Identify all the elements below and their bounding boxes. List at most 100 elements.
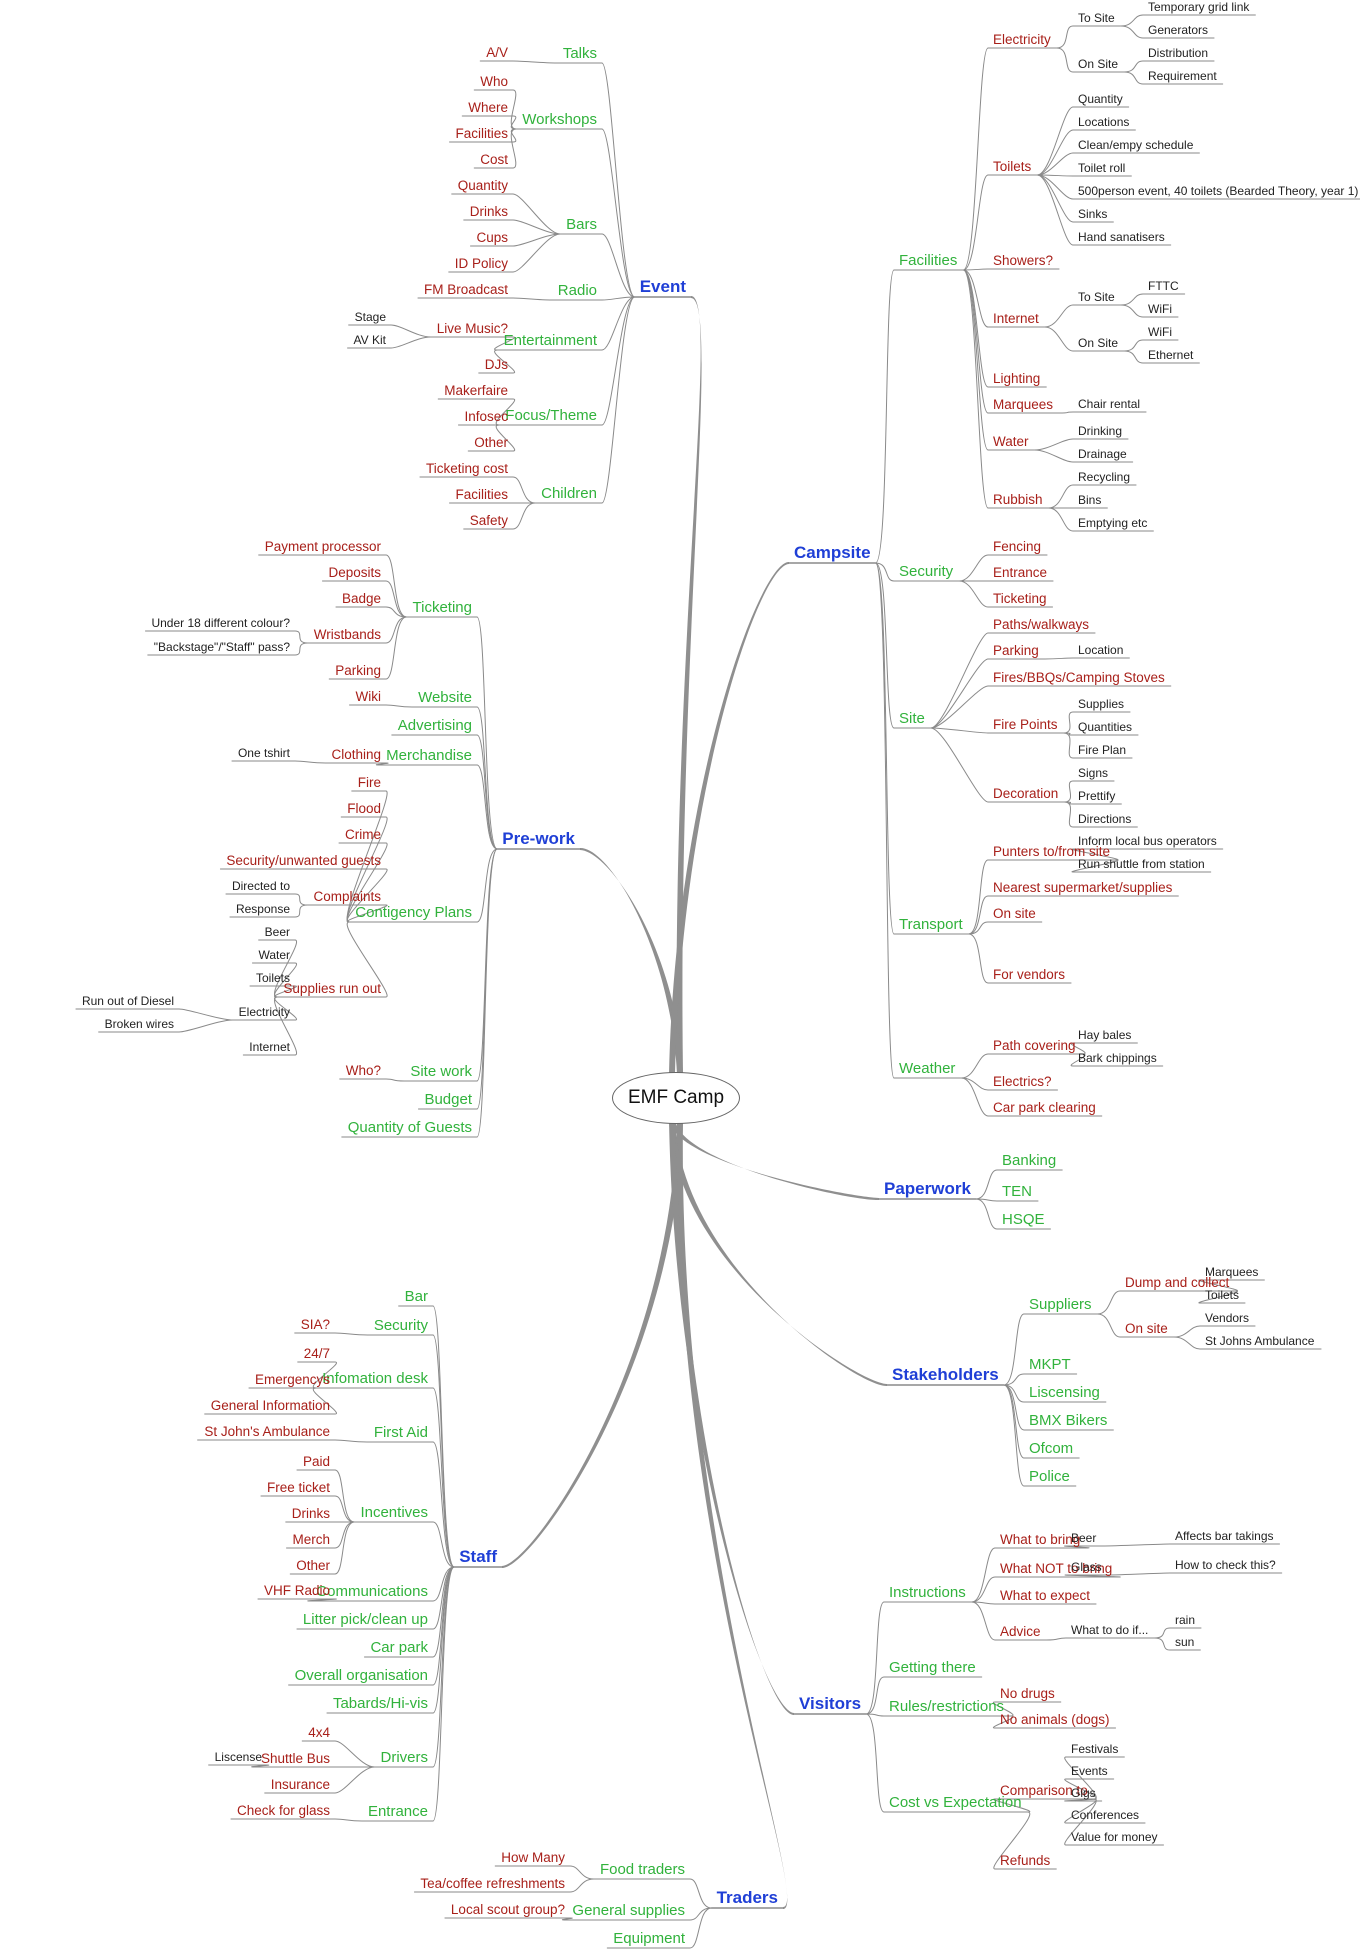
- node-radio[interactable]: Radio: [557, 282, 597, 299]
- node-a-v[interactable]: A/V: [486, 44, 508, 60]
- node-site[interactable]: Site: [899, 710, 925, 727]
- node-no-animals-dogs[interactable]: No animals (dogs): [1000, 1711, 1110, 1727]
- node-flood[interactable]: Flood: [347, 800, 381, 816]
- node-ethernet[interactable]: Ethernet: [1148, 348, 1194, 362]
- node-bars[interactable]: Bars: [566, 216, 597, 233]
- node-av-kit[interactable]: AV Kit: [353, 333, 386, 347]
- node-water[interactable]: Water: [993, 433, 1029, 449]
- node-dump-and-collect[interactable]: Dump and collect: [1125, 1274, 1230, 1290]
- node-local-scout-group[interactable]: Local scout group?: [450, 1901, 565, 1917]
- node-decoration[interactable]: Decoration: [993, 785, 1059, 801]
- node-response[interactable]: Response: [235, 902, 290, 916]
- node-bmx-bikers[interactable]: BMX Bikers: [1029, 1412, 1108, 1429]
- node-entrance[interactable]: Entrance: [993, 564, 1048, 580]
- node-hsqe[interactable]: HSQE: [1002, 1211, 1045, 1228]
- branch-traders[interactable]: Traders: [716, 1888, 778, 1907]
- branch-event[interactable]: Event: [639, 277, 686, 296]
- node-who[interactable]: Who: [480, 73, 508, 89]
- node-directed-to[interactable]: Directed to: [231, 879, 290, 893]
- node-comparison-to[interactable]: Comparison to: [1000, 1782, 1088, 1798]
- node-facilities[interactable]: Facilities: [455, 125, 508, 141]
- node-chair-rental[interactable]: Chair rental: [1078, 397, 1141, 411]
- node-bins[interactable]: Bins: [1078, 493, 1102, 507]
- node-wifi[interactable]: WiFi: [1148, 325, 1172, 339]
- node-entertainment[interactable]: Entertainment: [503, 332, 597, 349]
- node-toilets[interactable]: Toilets: [993, 158, 1032, 174]
- node-quantity[interactable]: Quantity: [457, 177, 508, 193]
- node-talks[interactable]: Talks: [562, 45, 597, 62]
- node-free-ticket[interactable]: Free ticket: [266, 1479, 330, 1495]
- node-festivals[interactable]: Festivals: [1071, 1742, 1119, 1756]
- node-emptying-etc[interactable]: Emptying etc: [1078, 516, 1148, 530]
- node-shuttle-bus[interactable]: Shuttle Bus: [260, 1750, 330, 1766]
- node-parking[interactable]: Parking: [993, 642, 1039, 658]
- node-communications[interactable]: Communications: [316, 1583, 428, 1600]
- node-on-site[interactable]: On site: [993, 905, 1036, 921]
- node-4x4[interactable]: 4x4: [308, 1724, 330, 1740]
- node-instructions[interactable]: Instructions: [889, 1584, 966, 1601]
- node-one-tshirt[interactable]: One tshirt: [237, 746, 290, 760]
- node-location[interactable]: Location: [1078, 643, 1124, 657]
- node-bar[interactable]: Bar: [404, 1288, 428, 1305]
- node-clean-empy-schedule[interactable]: Clean/empy schedule: [1078, 138, 1194, 152]
- node-water[interactable]: Water: [258, 948, 290, 962]
- node-car-park-clearing[interactable]: Car park clearing: [993, 1099, 1096, 1115]
- root-node[interactable]: EMF Camp: [612, 1072, 740, 1124]
- node-facilities[interactable]: Facilities: [455, 486, 508, 502]
- node-police[interactable]: Police: [1029, 1468, 1070, 1485]
- node-facilities[interactable]: Facilities: [899, 252, 958, 269]
- node-for-vendors[interactable]: For vendors: [993, 966, 1066, 982]
- node-where[interactable]: Where: [468, 99, 508, 115]
- node-live-music[interactable]: Live Music?: [436, 320, 508, 336]
- node-prettify[interactable]: Prettify: [1078, 789, 1116, 803]
- node-payment-processor[interactable]: Payment processor: [264, 538, 381, 554]
- node-value-for-money[interactable]: Value for money: [1071, 1830, 1158, 1844]
- node-workshops[interactable]: Workshops: [522, 111, 597, 128]
- node-no-drugs[interactable]: No drugs: [1000, 1685, 1055, 1701]
- node-to-site[interactable]: To Site: [1078, 11, 1115, 25]
- node-transport[interactable]: Transport: [899, 916, 963, 933]
- node-distribution[interactable]: Distribution: [1148, 46, 1209, 60]
- node-focus-theme[interactable]: Focus/Theme: [505, 407, 597, 424]
- node-paid[interactable]: Paid: [302, 1453, 330, 1469]
- node-drinks[interactable]: Drinks: [469, 203, 508, 219]
- node-recycling[interactable]: Recycling: [1078, 470, 1131, 484]
- node-toilets[interactable]: Toilets: [255, 971, 290, 985]
- node-advertising[interactable]: Advertising: [397, 717, 472, 734]
- node-infomation-desk[interactable]: Infomation desk: [322, 1370, 428, 1387]
- node-banking[interactable]: Banking: [1002, 1152, 1057, 1169]
- node-infosec[interactable]: Infosec: [464, 408, 508, 424]
- node-on-site[interactable]: On site: [1125, 1320, 1168, 1336]
- node-fire-points[interactable]: Fire Points: [993, 716, 1058, 732]
- node-on-site[interactable]: On Site: [1078, 336, 1119, 350]
- node-crime[interactable]: Crime: [345, 826, 381, 842]
- node-vendors[interactable]: Vendors: [1205, 1311, 1250, 1325]
- node-litter-pick-clean-up[interactable]: Litter pick/clean up: [302, 1611, 428, 1628]
- node-liscense[interactable]: Liscense: [214, 1750, 262, 1764]
- node-events[interactable]: Events: [1071, 1764, 1108, 1778]
- node-djs[interactable]: DJs: [484, 356, 508, 372]
- node-toilets[interactable]: Toilets: [1205, 1288, 1240, 1302]
- node-cost[interactable]: Cost: [480, 151, 508, 167]
- node-hand-sanatisers[interactable]: Hand sanatisers: [1078, 230, 1165, 244]
- node-under-18-different-colour[interactable]: Under 18 different colour?: [151, 616, 290, 630]
- branch-paperwork[interactable]: Paperwork: [884, 1179, 971, 1198]
- node-internet[interactable]: Internet: [249, 1040, 290, 1054]
- node-equipment[interactable]: Equipment: [613, 1930, 685, 1947]
- node-requirement[interactable]: Requirement: [1148, 69, 1217, 83]
- node-parking[interactable]: Parking: [335, 662, 381, 678]
- node-punters-to-from-site[interactable]: Punters to/from site: [993, 843, 1111, 859]
- node-wifi[interactable]: WiFi: [1148, 302, 1172, 316]
- node-fire[interactable]: Fire: [357, 774, 381, 790]
- node-tea-coffee-refreshments[interactable]: Tea/coffee refreshments: [420, 1875, 565, 1891]
- node-security-unwanted-guests[interactable]: Security/unwanted guests: [226, 852, 381, 868]
- node-backstage-staff-pass[interactable]: "Backstage"/"Staff" pass?: [153, 640, 290, 654]
- node-ten[interactable]: TEN: [1002, 1183, 1032, 1200]
- node-makerfaire[interactable]: Makerfaire: [444, 382, 508, 398]
- node-site-work[interactable]: Site work: [410, 1063, 472, 1080]
- node-quantity-of-guests[interactable]: Quantity of Guests: [347, 1119, 472, 1136]
- node-sia[interactable]: SIA?: [300, 1316, 330, 1332]
- node-rules-restrictions[interactable]: Rules/restrictions: [889, 1698, 1005, 1715]
- branch-stakeholders[interactable]: Stakeholders: [892, 1365, 999, 1384]
- node-broken-wires[interactable]: Broken wires: [104, 1017, 174, 1031]
